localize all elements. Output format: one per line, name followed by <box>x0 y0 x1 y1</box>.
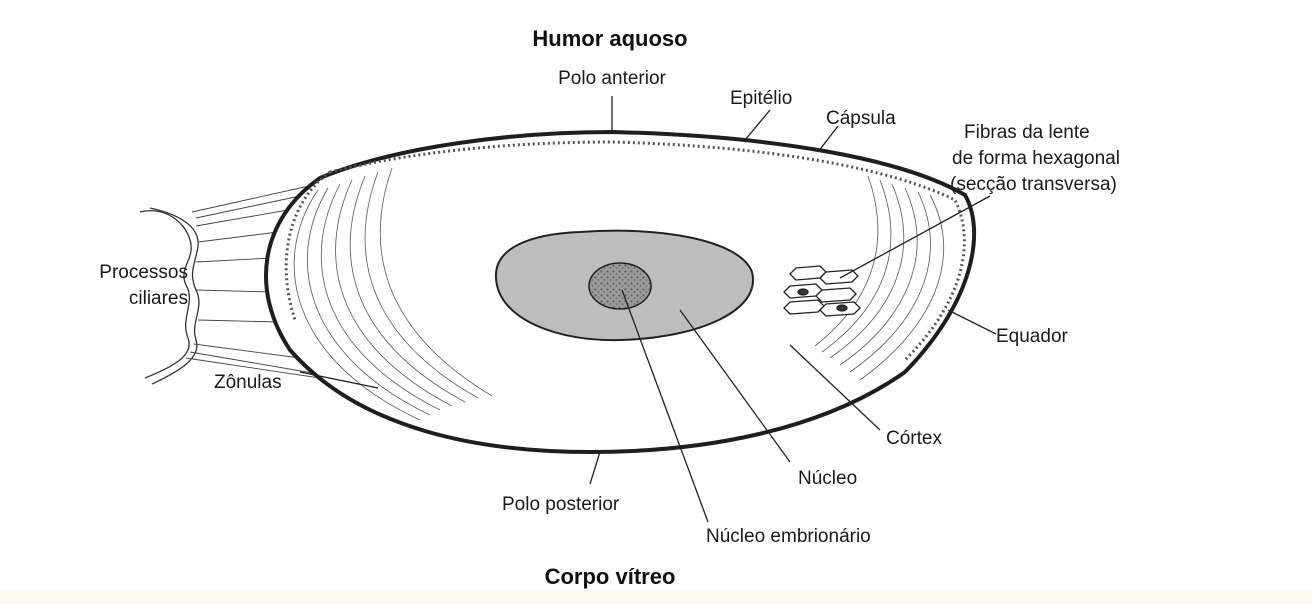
label-processos-line1: Processos <box>99 262 188 283</box>
label-fibras-line3: (secção transversa) <box>950 174 1117 195</box>
label-polo-posterior: Polo posterior <box>502 494 620 515</box>
label-equador: Equador <box>996 326 1069 347</box>
label-zonulas: Zônulas <box>214 372 282 393</box>
title-corpo-vitreo: Corpo vítreo <box>545 564 676 589</box>
label-polo-anterior: Polo anterior <box>558 68 666 89</box>
title-humor-aquoso: Humor aquoso <box>532 26 687 51</box>
label-nucleo-embrionario: Núcleo embrionário <box>706 526 871 547</box>
embryonic-nucleus-shape <box>588 262 652 310</box>
label-fibras-line2: de forma hexagonal <box>952 148 1120 169</box>
label-capsula: Cápsula <box>826 108 896 129</box>
hexagonal-fibers-cross-section <box>783 265 861 317</box>
label-processos-line2: ciliares <box>129 288 188 309</box>
label-fibras-line1: Fibras da lente <box>964 122 1090 143</box>
label-nucleo: Núcleo <box>798 468 857 489</box>
label-epitelio: Epitélio <box>730 88 792 109</box>
leader-lines <box>299 96 997 523</box>
bottom-strip <box>0 590 1312 604</box>
label-cortex: Córtex <box>886 428 942 449</box>
cortex-fibers <box>293 167 945 421</box>
